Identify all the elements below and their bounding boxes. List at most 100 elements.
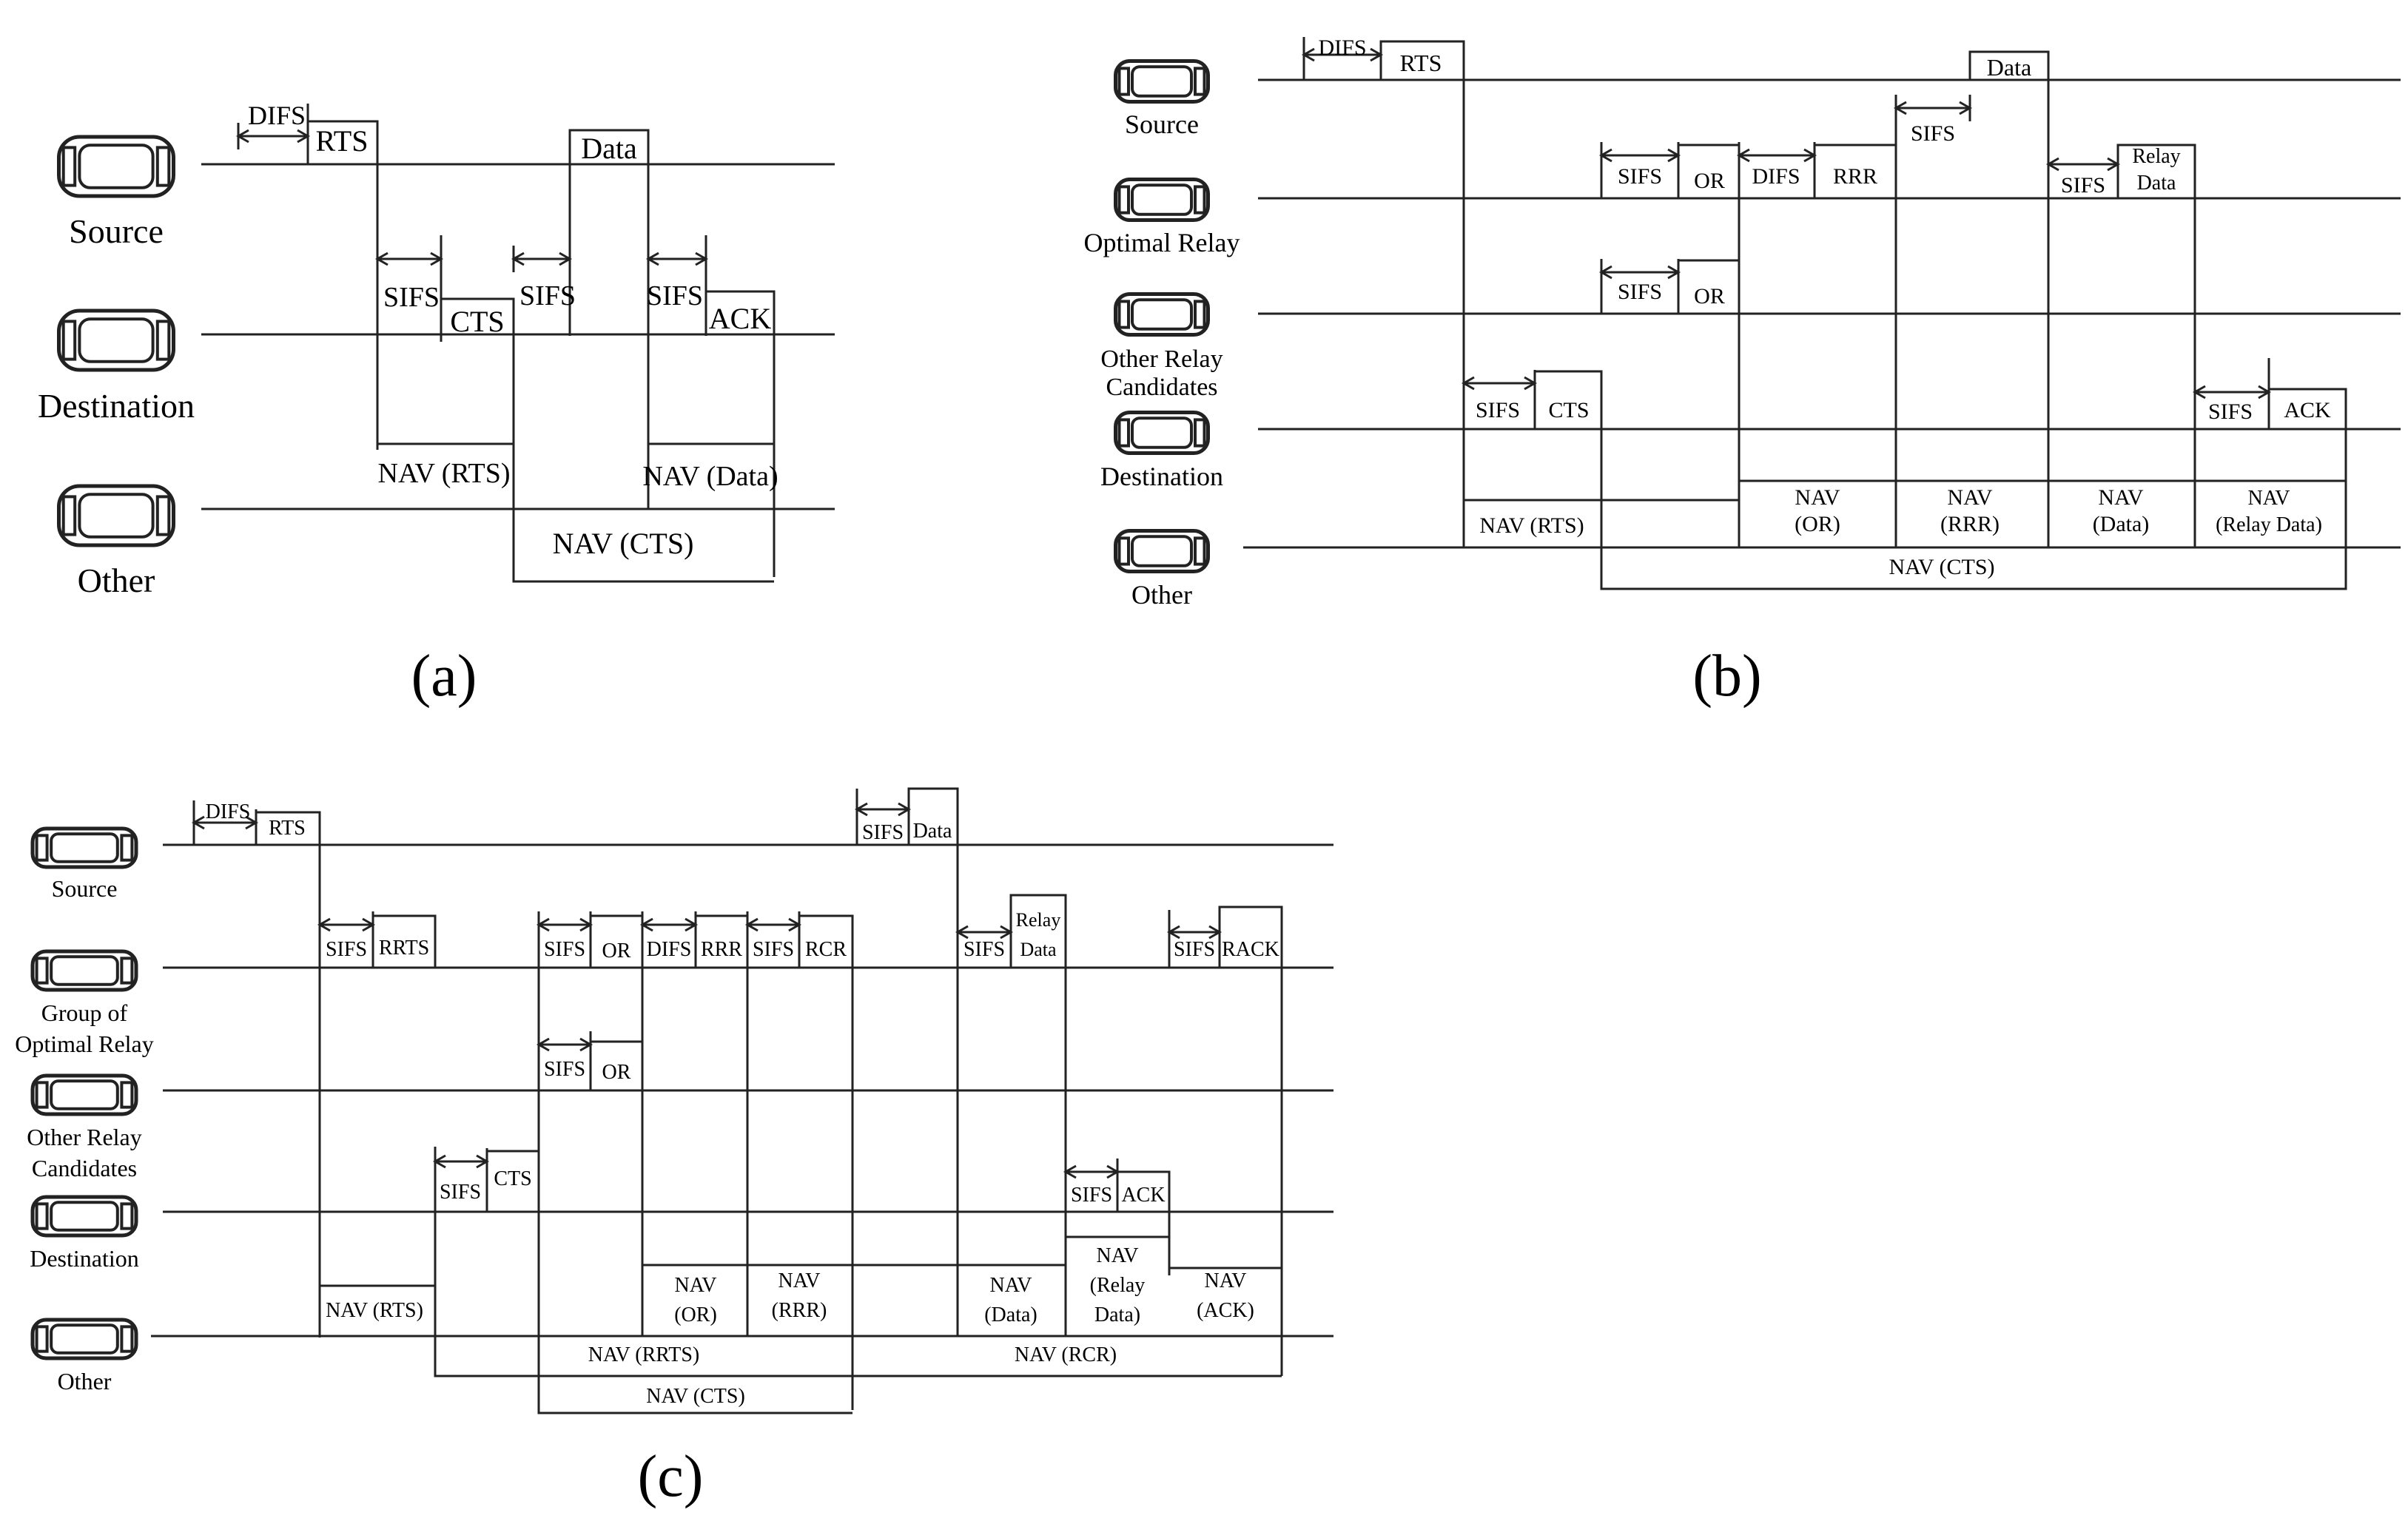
rack-frame — [1218, 905, 1283, 1376]
sifs-label: SIFS — [753, 938, 794, 961]
nav-cts-frame — [537, 1376, 852, 1414]
nav-rts-label: NAV (RTS) — [1479, 513, 1584, 538]
relay-data-frame — [2116, 144, 2196, 547]
row-label: Destination — [30, 1245, 139, 1272]
car-windshield — [35, 1081, 49, 1109]
car-body — [30, 1195, 138, 1238]
nav-or-label: NAV(OR) — [1795, 485, 1840, 536]
data-label: Data — [581, 132, 637, 165]
sifs-label: SIFS — [963, 938, 1005, 961]
rts-label: RTS — [269, 817, 306, 840]
or-frame — [1677, 144, 1741, 547]
cts-label: CTS — [494, 1167, 531, 1190]
car-rear-window — [120, 1202, 134, 1230]
car-rear-window — [1194, 300, 1206, 329]
sifs-label: SIFS — [383, 282, 440, 313]
row-label: Destination — [38, 387, 195, 425]
car-cabin — [50, 1201, 119, 1232]
sifs-label: SIFS — [1476, 398, 1520, 422]
car-cabin — [50, 832, 119, 863]
sifs-label: SIFS — [1911, 121, 1955, 146]
sifs-label: SIFS — [519, 280, 576, 311]
row-label: Destination — [1100, 462, 1223, 491]
car-body — [30, 1073, 138, 1116]
car-cabin — [1131, 416, 1193, 449]
sifs-arrow — [536, 1031, 593, 1058]
difs-label: DIFS — [1752, 164, 1800, 189]
car-cabin — [50, 1079, 119, 1110]
sifs-arrow — [1893, 95, 1973, 121]
sifs-label: SIFS — [1618, 164, 1662, 189]
sifs-label: SIFS — [1071, 1184, 1112, 1207]
nav-cts-frame — [512, 509, 774, 583]
car-cabin — [78, 144, 155, 189]
nav-data-label: NAV(Data) — [984, 1274, 1037, 1326]
ack-frame — [2267, 388, 2347, 589]
car-cabin — [78, 493, 155, 539]
rrts-frame — [371, 914, 437, 968]
difs-label: DIFS — [206, 800, 251, 823]
car-rear-window — [155, 146, 171, 187]
car-windshield — [61, 146, 77, 187]
car-body — [30, 1318, 138, 1360]
car-windshield — [1117, 418, 1130, 448]
car-body — [1114, 529, 1210, 573]
or-frame — [589, 1040, 644, 1090]
car-rear-window — [1194, 67, 1206, 96]
sifs-label: SIFS — [326, 938, 367, 961]
car-icon — [1114, 59, 1210, 104]
nav-relay-data-label: NAV(Relay Data) — [2216, 487, 2322, 536]
car-rear-window — [1194, 536, 1206, 566]
cts-frame — [441, 297, 515, 577]
sifs-label: SIFS — [2208, 399, 2253, 424]
nav-rts-label: NAV (RTS) — [378, 458, 511, 489]
caption-b: (b) — [1692, 644, 1761, 709]
data-label: Data — [913, 820, 952, 843]
cts-frame — [1533, 370, 1603, 589]
nav-rcr-label: NAV (RCR) — [1015, 1343, 1117, 1366]
rrr-frame — [1813, 144, 1897, 547]
or-label: OR — [602, 1061, 631, 1084]
or-label: OR — [602, 940, 631, 962]
rts-label: RTS — [316, 124, 369, 158]
nav-rrr-label: NAV(RRR) — [1940, 485, 2000, 536]
data-frame — [1968, 50, 2050, 547]
cts-label: CTS — [1548, 398, 1589, 422]
sifs-arrow — [317, 911, 376, 938]
car-icon — [1114, 292, 1210, 337]
sifs-arrow — [744, 911, 802, 938]
sifs-label: SIFS — [2061, 173, 2105, 198]
car-body — [57, 135, 175, 198]
car-windshield — [1117, 67, 1130, 96]
sifs-label: SIFS — [862, 821, 904, 844]
ack-frame — [1116, 1170, 1171, 1275]
car-windshield — [35, 834, 49, 862]
difs-label: DIFS — [647, 938, 692, 961]
row-label: Source — [52, 875, 118, 902]
car-windshield — [1117, 300, 1130, 329]
difs-label: DIFS — [248, 101, 306, 130]
car-body — [1114, 292, 1210, 337]
sifs-arrow — [511, 246, 573, 272]
rts-frame — [255, 811, 321, 1338]
rts-frame — [1379, 40, 1465, 547]
nav-rrr-label: NAV(RRR) — [772, 1269, 827, 1322]
sifs-label: SIFS — [1174, 938, 1215, 961]
nav-cts-frame — [1600, 547, 2347, 590]
data-frame — [568, 129, 650, 336]
rcr-frame — [798, 914, 854, 1410]
rack-label: RACK — [1222, 938, 1279, 961]
car-windshield — [35, 1202, 49, 1230]
row-label: Optimal Relay — [1084, 228, 1240, 257]
data-label: Data — [1987, 54, 2031, 81]
nav-data-label: NAV(Data) — [2093, 485, 2150, 536]
nav-rrts-frame — [434, 1336, 1282, 1377]
